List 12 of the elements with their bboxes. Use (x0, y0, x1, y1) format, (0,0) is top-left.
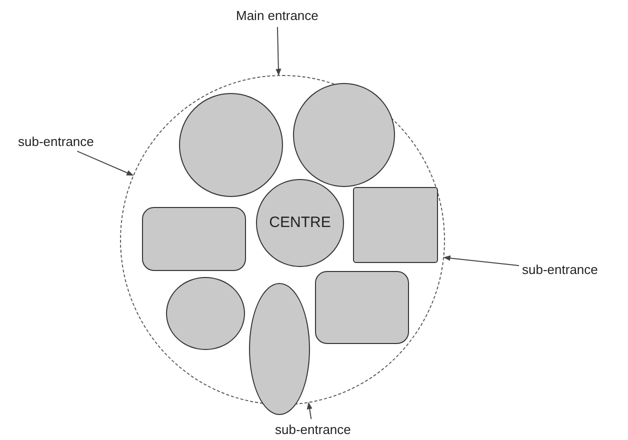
arrow (306, 402, 312, 420)
arrow (76, 150, 134, 176)
centre-label: CENTRE (269, 215, 331, 231)
entrance-label: sub-entrance (18, 134, 94, 150)
rounded-box (142, 207, 246, 271)
rounded-box (315, 271, 409, 344)
entrance-label: sub-entrance (522, 262, 598, 278)
arrow (276, 26, 282, 76)
entrance-label: sub-entrance (275, 422, 351, 438)
arrow (443, 255, 520, 266)
entrance-label: Main entrance (236, 8, 318, 24)
square-box (353, 187, 438, 263)
